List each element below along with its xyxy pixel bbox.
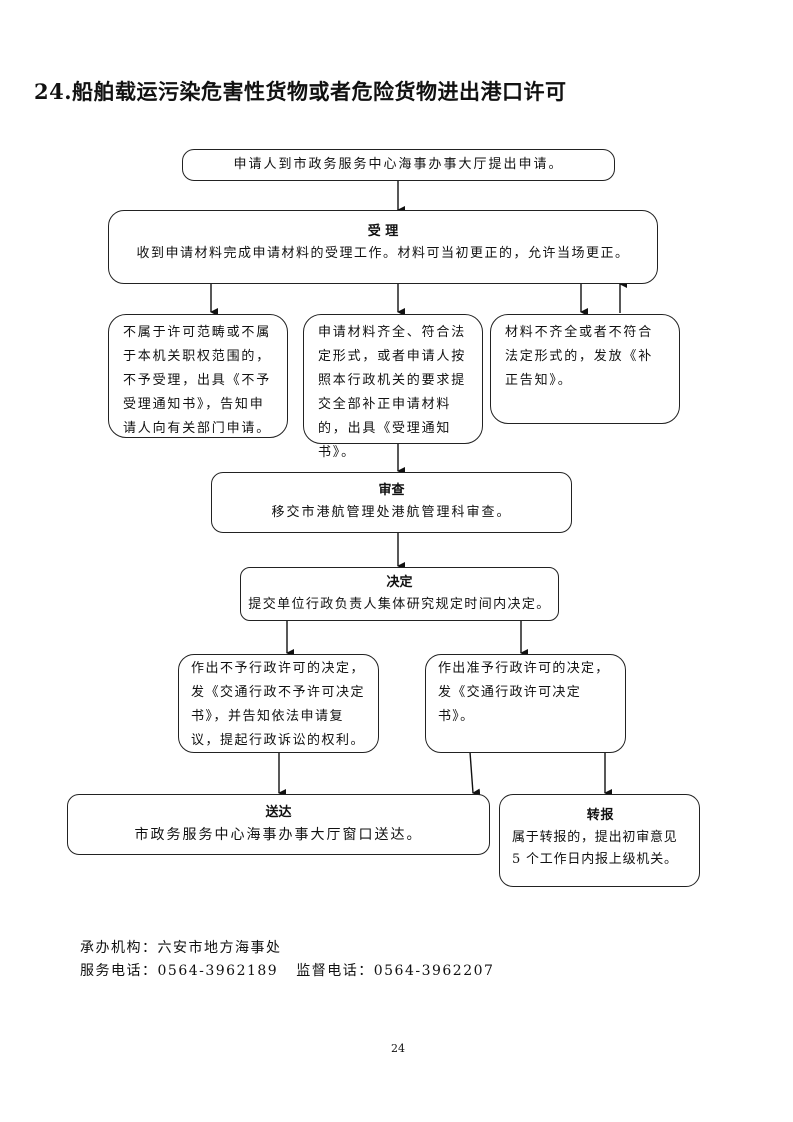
step-apply-text: 申请人到市政务服务中心海事办事大厅提出申请。 xyxy=(233,157,564,172)
step-deny-text: 作出不予行政许可的决定，发《交通行政不予许可决定书》，并告知依法申请复议，提起行… xyxy=(191,661,366,748)
step-supplement: 材料不齐全或者不符合法定形式的，发放《补正告知》。 xyxy=(490,314,680,424)
supervise-phone: 0564-3962207 xyxy=(373,963,495,979)
step-decision-text: 提交单位行政负责人集体研究规定时间内决定。 xyxy=(248,597,551,612)
step-accept-heading: 受 理 xyxy=(367,224,399,239)
step-escalate-text: 属于转报的，提出初审意见 5 个工作日内报上级机关。 xyxy=(512,830,678,867)
step-accepted: 申请材料齐全、符合法定形式，或者申请人按照本行政机关的要求提交全部补正申请材料的… xyxy=(303,314,483,460)
step-escalate: 转报 属于转报的，提出初审意见 5 个工作日内报上级机关。 xyxy=(499,794,700,887)
supervise-phone-label: 监督电话： xyxy=(296,963,374,979)
step-accept: 受 理 收到申请材料完成申请材料的受理工作。材料可当初更正的，允许当场更正。 xyxy=(108,210,658,284)
step-supplement-text: 材料不齐全或者不符合法定形式的，发放《补正告知》。 xyxy=(505,325,654,388)
step-apply: 申请人到市政务服务中心海事办事大厅提出申请。 xyxy=(182,149,615,181)
step-grant-text: 作出准予行政许可的决定，发《交通行政许可决定书》。 xyxy=(438,661,610,724)
step-deliver-text: 市政务服务中心海事办事大厅窗口送达。 xyxy=(134,827,423,843)
step-review: 审查 移交市港航管理处港航管理科审查。 xyxy=(211,472,572,533)
service-phone: 0564-3962189 xyxy=(157,963,279,979)
service-phone-label: 服务电话： xyxy=(80,963,158,979)
arrow-grant-to-deliver xyxy=(469,751,481,797)
step-accepted-text: 申请材料齐全、符合法定形式，或者申请人按照本行政机关的要求提交全部补正申请材料的… xyxy=(318,325,467,460)
step-deliver-heading: 送达 xyxy=(265,805,292,820)
step-escalate-heading: 转报 xyxy=(586,808,615,823)
step-deny: 作出不予行政许可的决定，发《交通行政不予许可决定书》，并告知依法申请复议，提起行… xyxy=(178,654,379,753)
step-decision: 决定 提交单位行政负责人集体研究规定时间内决定。 xyxy=(240,567,559,621)
page-title: 24.船舶载运污染危害性货物或者危险货物进出港口许可 xyxy=(34,79,567,104)
step-grant: 作出准予行政许可的决定，发《交通行政许可决定书》。 xyxy=(425,654,626,753)
step-accept-text: 收到申请材料完成申请材料的受理工作。材料可当初更正的，允许当场更正。 xyxy=(136,246,630,261)
step-deliver: 送达 市政务服务中心海事办事大厅窗口送达。 xyxy=(67,794,490,855)
agency-label: 承办机构： xyxy=(80,940,158,956)
footer-agency: 承办机构：六安市地方海事处 xyxy=(80,937,282,957)
step-decision-heading: 决定 xyxy=(386,575,413,590)
page-number: 24 xyxy=(391,1042,405,1055)
agency-name: 六安市地方海事处 xyxy=(157,940,282,956)
step-review-text: 移交市港航管理处港航管理科审查。 xyxy=(271,505,512,520)
step-reject-text: 不属于许可范畴或不属于本机关职权范围的，不予受理，出具《不予受理通知书》，告知申… xyxy=(123,325,272,436)
step-review-heading: 审查 xyxy=(378,483,405,498)
footer-phones: 服务电话：0564-3962189 监督电话：0564-3962207 xyxy=(80,960,494,980)
step-reject: 不属于许可范畴或不属于本机关职权范围的，不予受理，出具《不予受理通知书》，告知申… xyxy=(108,314,288,438)
